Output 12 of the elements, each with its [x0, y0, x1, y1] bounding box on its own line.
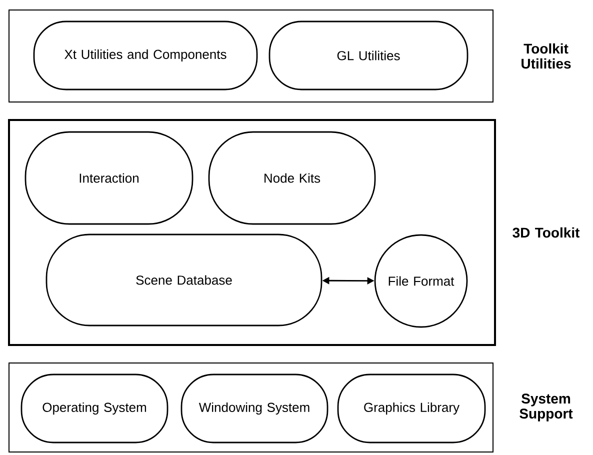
rounded-box: Scene Database [46, 234, 322, 326]
layer-heading: System Support [520, 394, 573, 422]
rounded-box: Node Kits [208, 131, 376, 225]
rounded-box: GL Utilities [268, 20, 468, 90]
layer-heading: 3D Toolkit [512, 227, 580, 238]
circle-node: File Format [374, 234, 468, 328]
rounded-box: Operating System [20, 374, 168, 444]
rounded-box: Interaction [24, 131, 194, 225]
rounded-box: Xt Utilities and Components [33, 20, 258, 90]
layer-heading: Toolkit Utilities [522, 43, 571, 69]
rounded-box: Windowing System [180, 374, 328, 444]
rounded-box: Graphics Library [337, 374, 486, 444]
